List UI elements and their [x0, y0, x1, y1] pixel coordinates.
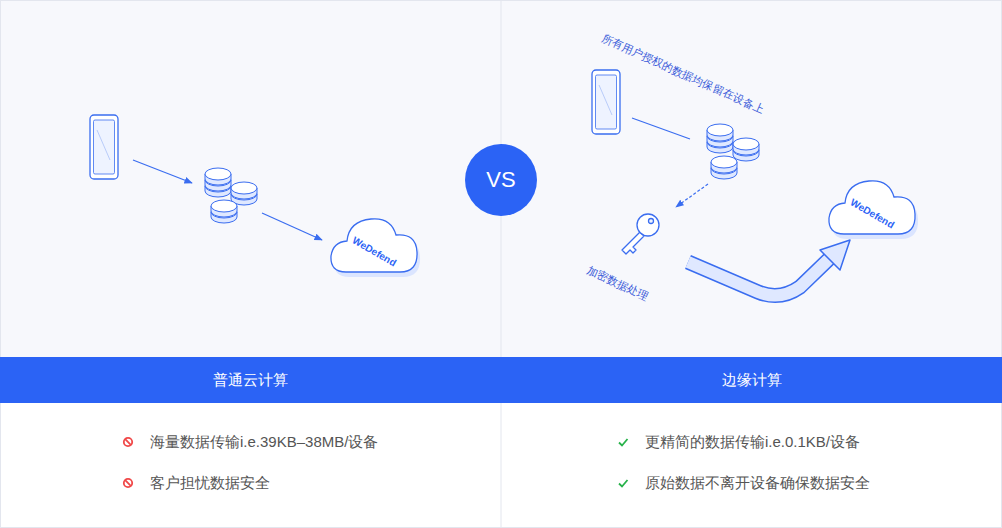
- bullet-item: 更精简的数据传输i.e.0.1KB/设备: [617, 432, 860, 452]
- key-icon: [622, 214, 659, 254]
- phone-icon: [90, 115, 118, 179]
- coin-top: [711, 156, 737, 168]
- dashed-arrow: [676, 184, 708, 207]
- cloud-node: WeDefend: [824, 168, 920, 248]
- title-band: 边缘计算: [501, 357, 1002, 403]
- band-title: 普通云计算: [213, 371, 288, 390]
- band-title: 边缘计算: [722, 371, 782, 390]
- forbidden-icon: [122, 436, 134, 448]
- coin-top: [231, 182, 257, 194]
- flow-arrow: [262, 213, 322, 240]
- big-arrow: [688, 240, 850, 296]
- phone-icon: [592, 70, 620, 134]
- bullet-item: 客户担忧数据安全: [122, 473, 270, 493]
- check-icon: [617, 436, 629, 448]
- bullet-text: 更精简的数据传输i.e.0.1KB/设备: [645, 432, 860, 452]
- bullet-item: 原始数据不离开设备确保数据安全: [617, 473, 870, 493]
- cloud-node: WeDefend: [326, 206, 422, 286]
- coin-top: [211, 200, 237, 212]
- vs-circle: VS: [465, 144, 537, 216]
- vs-text: VS: [486, 167, 515, 193]
- check-icon: [617, 477, 629, 489]
- coin-top: [707, 124, 733, 136]
- coin-top: [205, 168, 231, 180]
- bullet-text: 客户担忧数据安全: [150, 473, 270, 493]
- flow-line: [632, 118, 690, 139]
- coin-top: [733, 138, 759, 150]
- bullet-item: 海量数据传输i.e.39KB–38MB/设备: [122, 432, 378, 452]
- title-band: 普通云计算: [0, 357, 501, 403]
- bullet-text: 原始数据不离开设备确保数据安全: [645, 473, 870, 493]
- divider-line: [501, 0, 502, 528]
- forbidden-icon: [122, 477, 134, 489]
- bullet-text: 海量数据传输i.e.39KB–38MB/设备: [150, 432, 378, 452]
- flow-arrow: [133, 160, 192, 183]
